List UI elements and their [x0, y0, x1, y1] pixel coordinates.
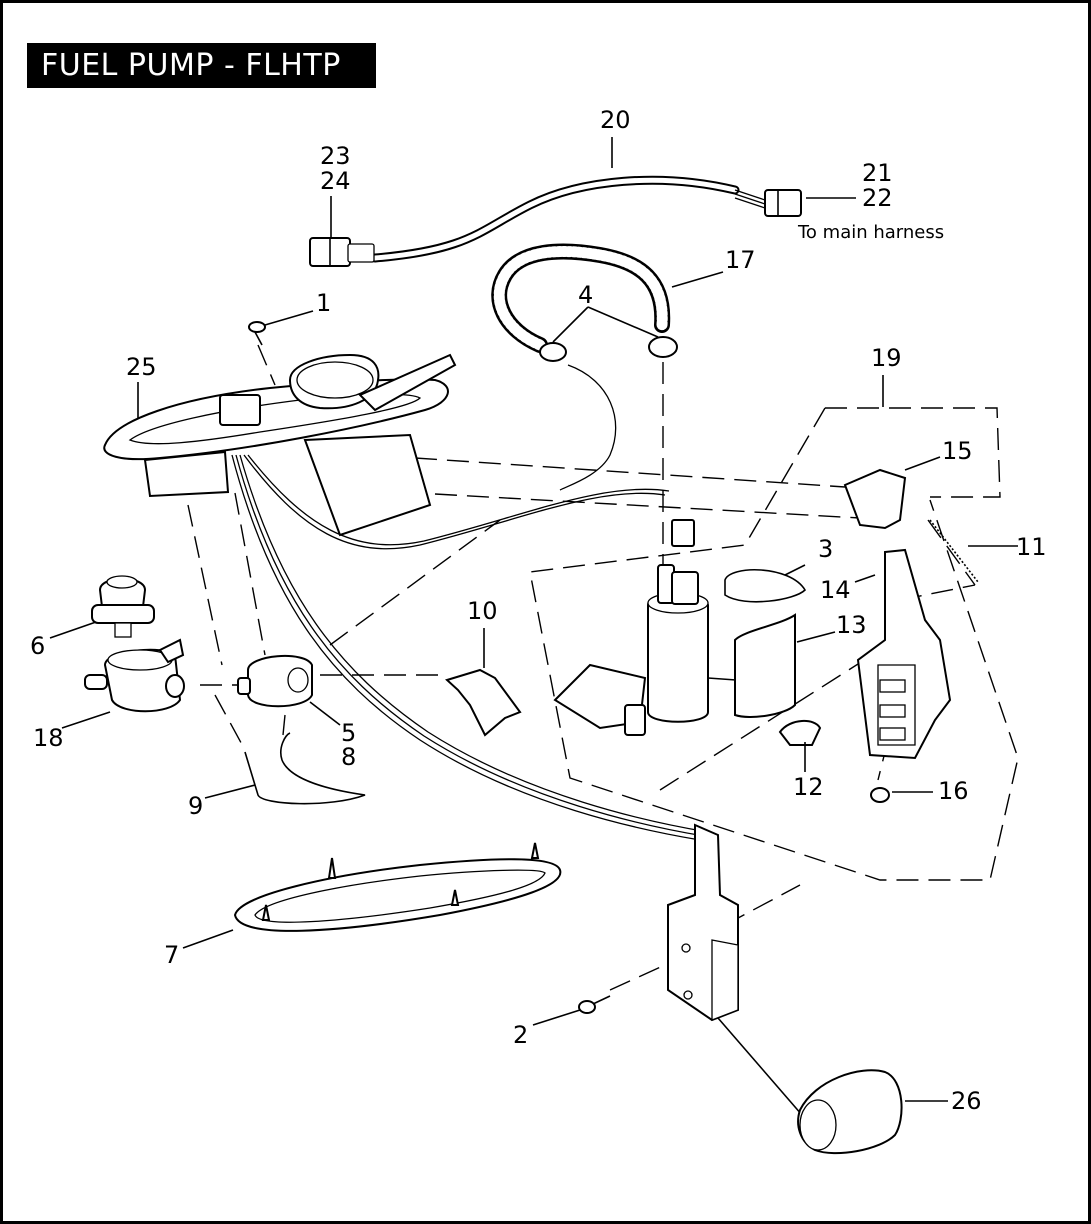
callout-3: 3 [818, 535, 833, 563]
callout-11: 11 [1016, 533, 1047, 561]
pump-bracket-14 [856, 548, 952, 760]
callout-5: 5 [341, 719, 356, 747]
callout-25: 25 [126, 353, 157, 381]
callout-8: 8 [341, 743, 356, 771]
pump-connector [671, 519, 695, 547]
callout-17: 17 [725, 246, 756, 274]
callout-6: 6 [30, 632, 45, 660]
callout-labels: 20 21 22 To main harness 23 24 1 25 17 4… [30, 106, 1047, 1115]
fuel-level-sender [667, 823, 739, 1022]
mounting-bracket [445, 668, 522, 737]
sender-float [797, 1069, 903, 1155]
main-harness-cable [370, 175, 766, 263]
callout-16: 16 [938, 777, 969, 805]
callout-22: 22 [862, 184, 893, 212]
callout-21: 21 [862, 159, 893, 187]
retaining-clip [244, 732, 366, 805]
mounting-flange-plate [103, 353, 457, 537]
callout-23: 23 [320, 142, 351, 170]
fuel-filter [237, 654, 313, 708]
clamp-band-3 [724, 568, 807, 603]
grommet-16 [870, 787, 890, 803]
diagram-title: FUEL PUMP - FLHTP [27, 43, 376, 88]
callout-9: 9 [188, 792, 203, 820]
sender-wires [231, 454, 709, 841]
fuel-pump-assembly-outline [529, 407, 1019, 881]
hose-clamp-right [648, 336, 678, 358]
callout-19: 19 [871, 344, 902, 372]
connector-23-24 [309, 237, 375, 267]
callout-4: 4 [578, 281, 593, 309]
pressure-regulator [91, 575, 155, 638]
clip-12 [778, 720, 822, 746]
fuel-pump [647, 564, 709, 723]
callout-1: 1 [316, 289, 331, 317]
callout-24: 24 [320, 167, 351, 195]
alignment-lines [187, 344, 976, 991]
connector-21-22 [764, 189, 802, 217]
hose-clamp-left [539, 342, 567, 362]
flange-gasket [233, 842, 562, 932]
spring-11 [929, 519, 979, 583]
connector-15 [843, 468, 907, 530]
callout-14: 14 [820, 576, 851, 604]
hose-routing-line [559, 364, 617, 491]
callout-13: 13 [836, 611, 867, 639]
screw-1 [248, 321, 266, 346]
callout-20: 20 [600, 106, 631, 134]
callout-12: 12 [793, 773, 824, 801]
callout-26: 26 [951, 1087, 982, 1115]
filter-housing [84, 638, 185, 713]
callout-7: 7 [164, 941, 179, 969]
leader-lines [49, 137, 1018, 1102]
callout-2: 2 [513, 1021, 528, 1049]
fuel-pump-strainer [553, 663, 647, 736]
callout-15: 15 [942, 437, 973, 465]
pump-isolator-13 [734, 613, 796, 718]
callout-10: 10 [467, 597, 498, 625]
harness-note: To main harness [797, 222, 944, 243]
corrugated-fuel-hose [491, 243, 671, 353]
callout-18: 18 [33, 724, 64, 752]
screw-2 [578, 995, 611, 1014]
